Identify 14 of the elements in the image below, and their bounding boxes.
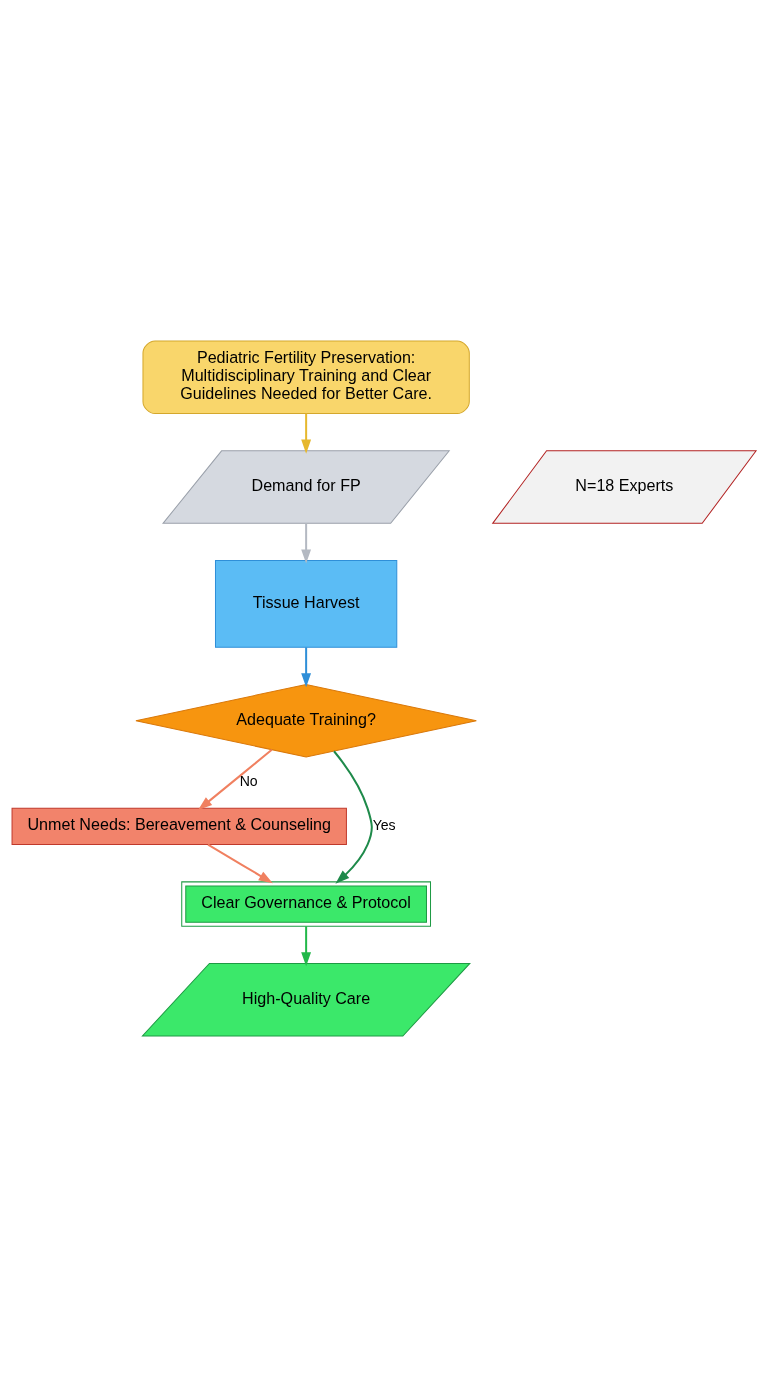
node-diamond: Adequate Training? xyxy=(135,683,477,757)
arrow xyxy=(207,843,273,883)
node-box: Tissue Harvest xyxy=(215,559,398,648)
arrow xyxy=(301,413,312,454)
edge-label: No xyxy=(239,772,258,789)
arrow xyxy=(198,748,273,810)
arrow xyxy=(301,925,312,966)
node-box: Pediatric Fertility Preservation: Multidisciplinary Training and Clear Guidelines Needed for Better Care. xyxy=(142,340,470,414)
edge-label: Yes xyxy=(372,816,396,833)
arrow xyxy=(301,646,312,687)
node-box: Clear Governance & Protocol xyxy=(181,880,432,927)
arrow xyxy=(333,750,373,884)
node-box: Unmet Needs: Bereavement & Counseling xyxy=(11,807,347,845)
arrow xyxy=(301,522,312,564)
